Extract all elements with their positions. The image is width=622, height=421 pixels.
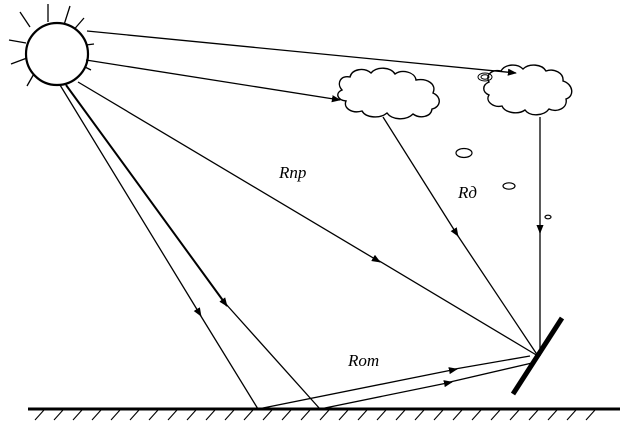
droplet-large (455, 147, 473, 159)
ray-direct-tail (375, 258, 539, 357)
collector-panel (510, 316, 565, 396)
ground-hatch-mark (281, 409, 292, 421)
ground-hatch-mark (490, 409, 501, 421)
ground-hatch-mark (566, 409, 577, 421)
ground-hatch-mark (148, 409, 159, 421)
ground-hatch-mark (509, 409, 520, 421)
ground-hatch-mark (129, 409, 140, 421)
ground-hatch-mark (319, 409, 330, 421)
ground-hatch-mark (338, 409, 349, 421)
ground-hatch-mark (243, 409, 254, 421)
ground-hatch-mark (224, 409, 235, 421)
ground-hatch-mark (72, 409, 83, 421)
ground-hatch-mark (433, 409, 444, 421)
droplet-small (544, 214, 552, 220)
ground-hatch-mark (53, 409, 64, 421)
ray-sun-to-far-cloud (86, 30, 517, 76)
sun-disk (24, 21, 90, 87)
ground-hatch-mark (414, 409, 425, 421)
cloud-far (483, 64, 573, 116)
ground-hatching (34, 409, 596, 421)
ground-hatch-mark (395, 409, 406, 421)
ground-hatch-mark (205, 409, 216, 421)
ray-ground-inner-tail (224, 302, 321, 410)
droplet-medium (502, 182, 516, 190)
ray-ground-outer-arrow (59, 84, 202, 317)
ground-hatch-mark (376, 409, 387, 421)
sun-icon (8, 4, 95, 87)
ray-ground-outer-tail (198, 312, 259, 410)
ray-diffuse-near-tail (455, 232, 539, 357)
label-reflected-radiation: Rот (347, 351, 379, 370)
ray-reflected-lower (319, 380, 453, 410)
label-diffuse-radiation: Rд (457, 183, 477, 202)
ground-hatch-mark (186, 409, 197, 421)
ground-hatch-mark (471, 409, 482, 421)
swirl-icon (477, 72, 493, 82)
ground-hatch-mark (34, 409, 45, 421)
ray-reflected-lower-tail (449, 362, 533, 383)
ground-hatch-mark (357, 409, 368, 421)
ground-hatch-mark (547, 409, 558, 421)
ground-hatch-mark (300, 409, 311, 421)
cloud-near (337, 67, 440, 120)
ray-diffuse-near-arrow (382, 116, 459, 237)
ground-hatch-mark (167, 409, 178, 421)
ground-hatch-mark (452, 409, 463, 421)
ray-direct-arrow (77, 81, 381, 263)
ground (28, 407, 620, 421)
ground-hatch-mark (528, 409, 539, 421)
ground-hatch-mark (585, 409, 596, 421)
ray-reflected-upper-tail (454, 355, 531, 370)
ray-ground-inner-arrow (65, 84, 228, 307)
ground-hatch-mark (262, 409, 273, 421)
ray-reflected-upper (257, 367, 458, 410)
ground-hatch-mark (110, 409, 121, 421)
ground-hatch-mark (91, 409, 102, 421)
label-direct-radiation: Rпр (278, 163, 306, 182)
ray-sun-to-near-cloud (85, 59, 341, 103)
